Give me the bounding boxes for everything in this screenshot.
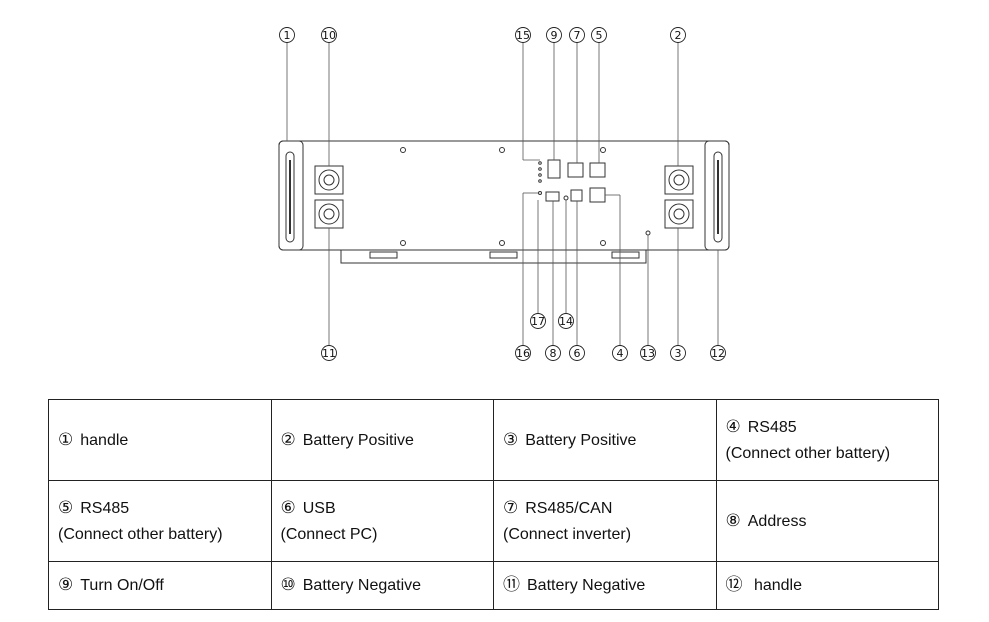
callout-15: 15 [516, 29, 530, 42]
legend-label: Battery Negative [527, 577, 646, 594]
legend-label: handle [749, 577, 802, 594]
callout-3: 3 [675, 347, 682, 360]
callout-14: 14 [559, 315, 573, 328]
legend-label: handle [80, 431, 129, 449]
battery-chassis [278, 140, 730, 251]
legend-cell: ⑫ handle [715, 561, 939, 610]
legend-label: Battery Negative [302, 577, 422, 594]
legend-label: Battery Positive [525, 431, 637, 449]
rs485-port-upper [589, 162, 606, 178]
legend-label: Turn On/Off [80, 577, 164, 594]
left-handle [278, 140, 304, 251]
callout-11: 11 [322, 347, 336, 360]
callout-17: 17 [531, 315, 545, 328]
legend-label: RS485/CAN [525, 499, 613, 517]
legend-label: Address [747, 512, 807, 530]
negative-terminal-lower [314, 199, 344, 229]
callout-12: 12 [711, 347, 725, 360]
power-switch [547, 159, 561, 179]
legend-label: Battery Positive [302, 431, 414, 449]
callout-1: 1 [284, 29, 291, 42]
legend-sublabel: (Connect inverter) [503, 525, 632, 543]
right-handle [704, 140, 730, 251]
callout-16: 16 [516, 347, 530, 360]
chassis-base-rail [340, 249, 647, 264]
callout-7: 7 [574, 29, 581, 42]
address-dip-switch [545, 191, 560, 202]
rs485-port-lower [589, 187, 606, 203]
callout-4: 4 [617, 347, 624, 360]
rs485-can-port [567, 162, 584, 178]
callout-2: 2 [675, 29, 682, 42]
legend-sublabel: (Connect other battery) [725, 444, 891, 462]
positive-terminal-lower [664, 199, 694, 229]
legend-sublabel: (Connect PC) [280, 525, 378, 543]
legend-label: RS485 [747, 418, 797, 436]
callout-10: 10 [322, 29, 336, 42]
legend-label: RS485 [80, 499, 130, 517]
callout-9: 9 [551, 29, 558, 42]
callout-8: 8 [550, 347, 557, 360]
callout-5: 5 [596, 29, 603, 42]
usb-port [570, 189, 583, 202]
callout-13: 13 [641, 347, 655, 360]
positive-terminal-upper [664, 165, 694, 195]
legend-label: USB [302, 499, 336, 517]
callout-6: 6 [574, 347, 581, 360]
legend-sublabel: (Connect other battery) [58, 525, 223, 543]
negative-terminal-upper [314, 165, 344, 195]
battery-front-panel-diagram: 1 10 15 9 7 5 2 17 14 11 16 8 6 4 13 3 1… [278, 27, 730, 361]
